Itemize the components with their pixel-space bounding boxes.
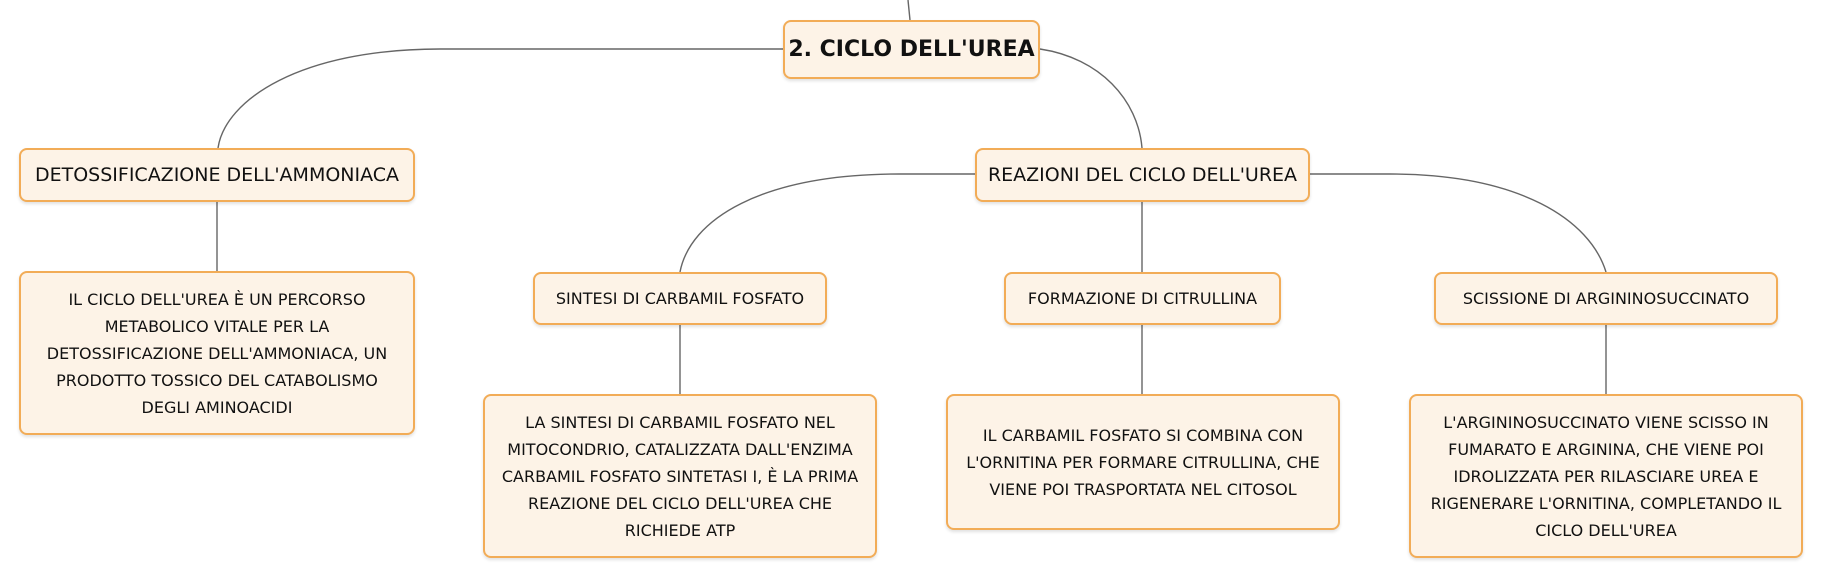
sub-node-argininosuccinato[interactable]: SCISSIONE DI ARGININOSUCCINATO — [1434, 272, 1778, 325]
connector-parent-root — [907, 0, 911, 21]
root-node-ciclo-urea[interactable]: 2. CICLO DELL'UREA — [783, 20, 1040, 79]
leaf-node-detossificazione-desc[interactable]: IL CICLO DELL'UREA È UN PERCORSO METABOL… — [19, 271, 415, 435]
leaf-node-text: L'ARGININOSUCCINATO VIENE SCISSO IN FUMA… — [1430, 412, 1782, 540]
connector-reactions-argininosuccinato — [1310, 173, 1607, 273]
connector-root-detox — [217, 48, 783, 149]
branch-node-label: REAZIONI DEL CICLO DELL'UREA — [987, 164, 1298, 186]
leaf-node-citrullina-desc[interactable]: IL CARBAMIL FOSFATO SI COMBINA CON L'ORN… — [946, 394, 1340, 530]
leaf-node-carbamil-desc[interactable]: LA SINTESI DI CARBAMIL FOSFATO NEL MITOC… — [483, 394, 877, 558]
branch-node-reazioni[interactable]: REAZIONI DEL CICLO DELL'UREA — [975, 148, 1310, 202]
leaf-node-text: LA SINTESI DI CARBAMIL FOSFATO NEL MITOC… — [501, 412, 859, 540]
leaf-node-argininosuccinato-desc[interactable]: L'ARGININOSUCCINATO VIENE SCISSO IN FUMA… — [1409, 394, 1803, 558]
leaf-node-text: IL CARBAMIL FOSFATO SI COMBINA CON L'ORN… — [966, 425, 1320, 499]
branch-node-label: DETOSSIFICAZIONE DELL'AMMONIACA — [34, 164, 400, 186]
branch-node-detossificazione[interactable]: DETOSSIFICAZIONE DELL'AMMONIACA — [19, 148, 415, 202]
sub-node-citrullina[interactable]: FORMAZIONE DI CITRULLINA — [1004, 272, 1281, 325]
leaf-node-text: IL CICLO DELL'UREA È UN PERCORSO METABOL… — [46, 289, 388, 417]
connector-root-reactions — [1039, 48, 1143, 149]
sub-node-carbamil-fosfato[interactable]: SINTESI DI CARBAMIL FOSFATO — [533, 272, 827, 325]
root-node-label: 2. CICLO DELL'UREA — [788, 37, 1035, 62]
sub-node-label: FORMAZIONE DI CITRULLINA — [1027, 289, 1258, 308]
connector-reactions-carbamil — [679, 173, 975, 273]
sub-node-label: SINTESI DI CARBAMIL FOSFATO — [555, 289, 805, 308]
sub-node-label: SCISSIONE DI ARGININOSUCCINATO — [1462, 289, 1750, 308]
